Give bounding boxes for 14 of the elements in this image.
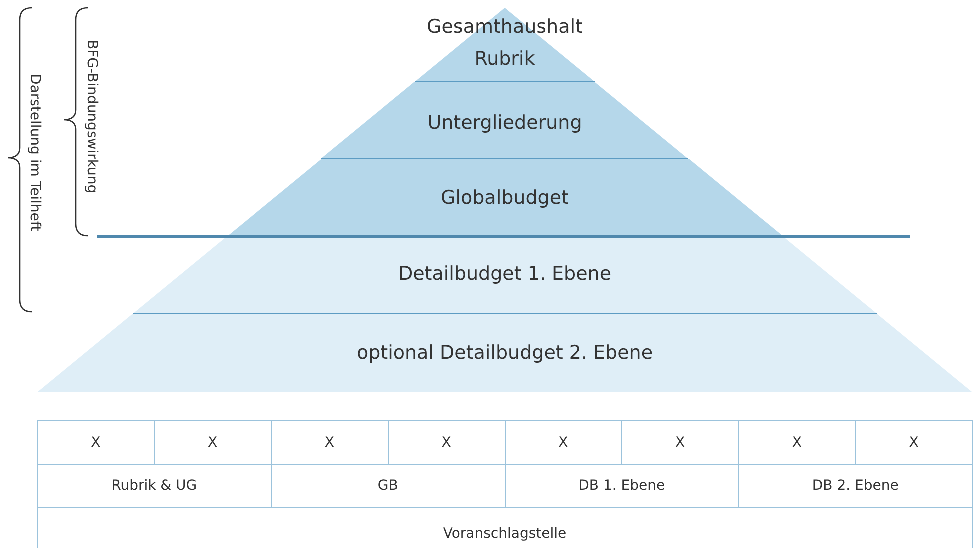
level-label: Rubrik — [474, 48, 536, 70]
bracket-label: BFG-Bindungswirkung — [84, 40, 100, 194]
level-label: Gesamthaushalt — [427, 16, 583, 38]
level-label: Detailbudget 1. Ebene — [398, 263, 612, 285]
pyramid-level — [132, 237, 878, 314]
level-label: optional Detailbudget 2. Ebene — [356, 342, 654, 364]
table-cell: X — [37, 420, 155, 465]
level-label: Globalbudget — [441, 187, 569, 209]
pyramid-level — [226, 159, 784, 237]
bracket-label: Darstellung im Teilheft — [27, 74, 43, 232]
table-cell: Voranschlagstelle — [37, 507, 973, 548]
pyramid-level — [38, 314, 972, 392]
table-cell: X — [855, 420, 973, 465]
level-label: Untergliederung — [428, 112, 582, 134]
